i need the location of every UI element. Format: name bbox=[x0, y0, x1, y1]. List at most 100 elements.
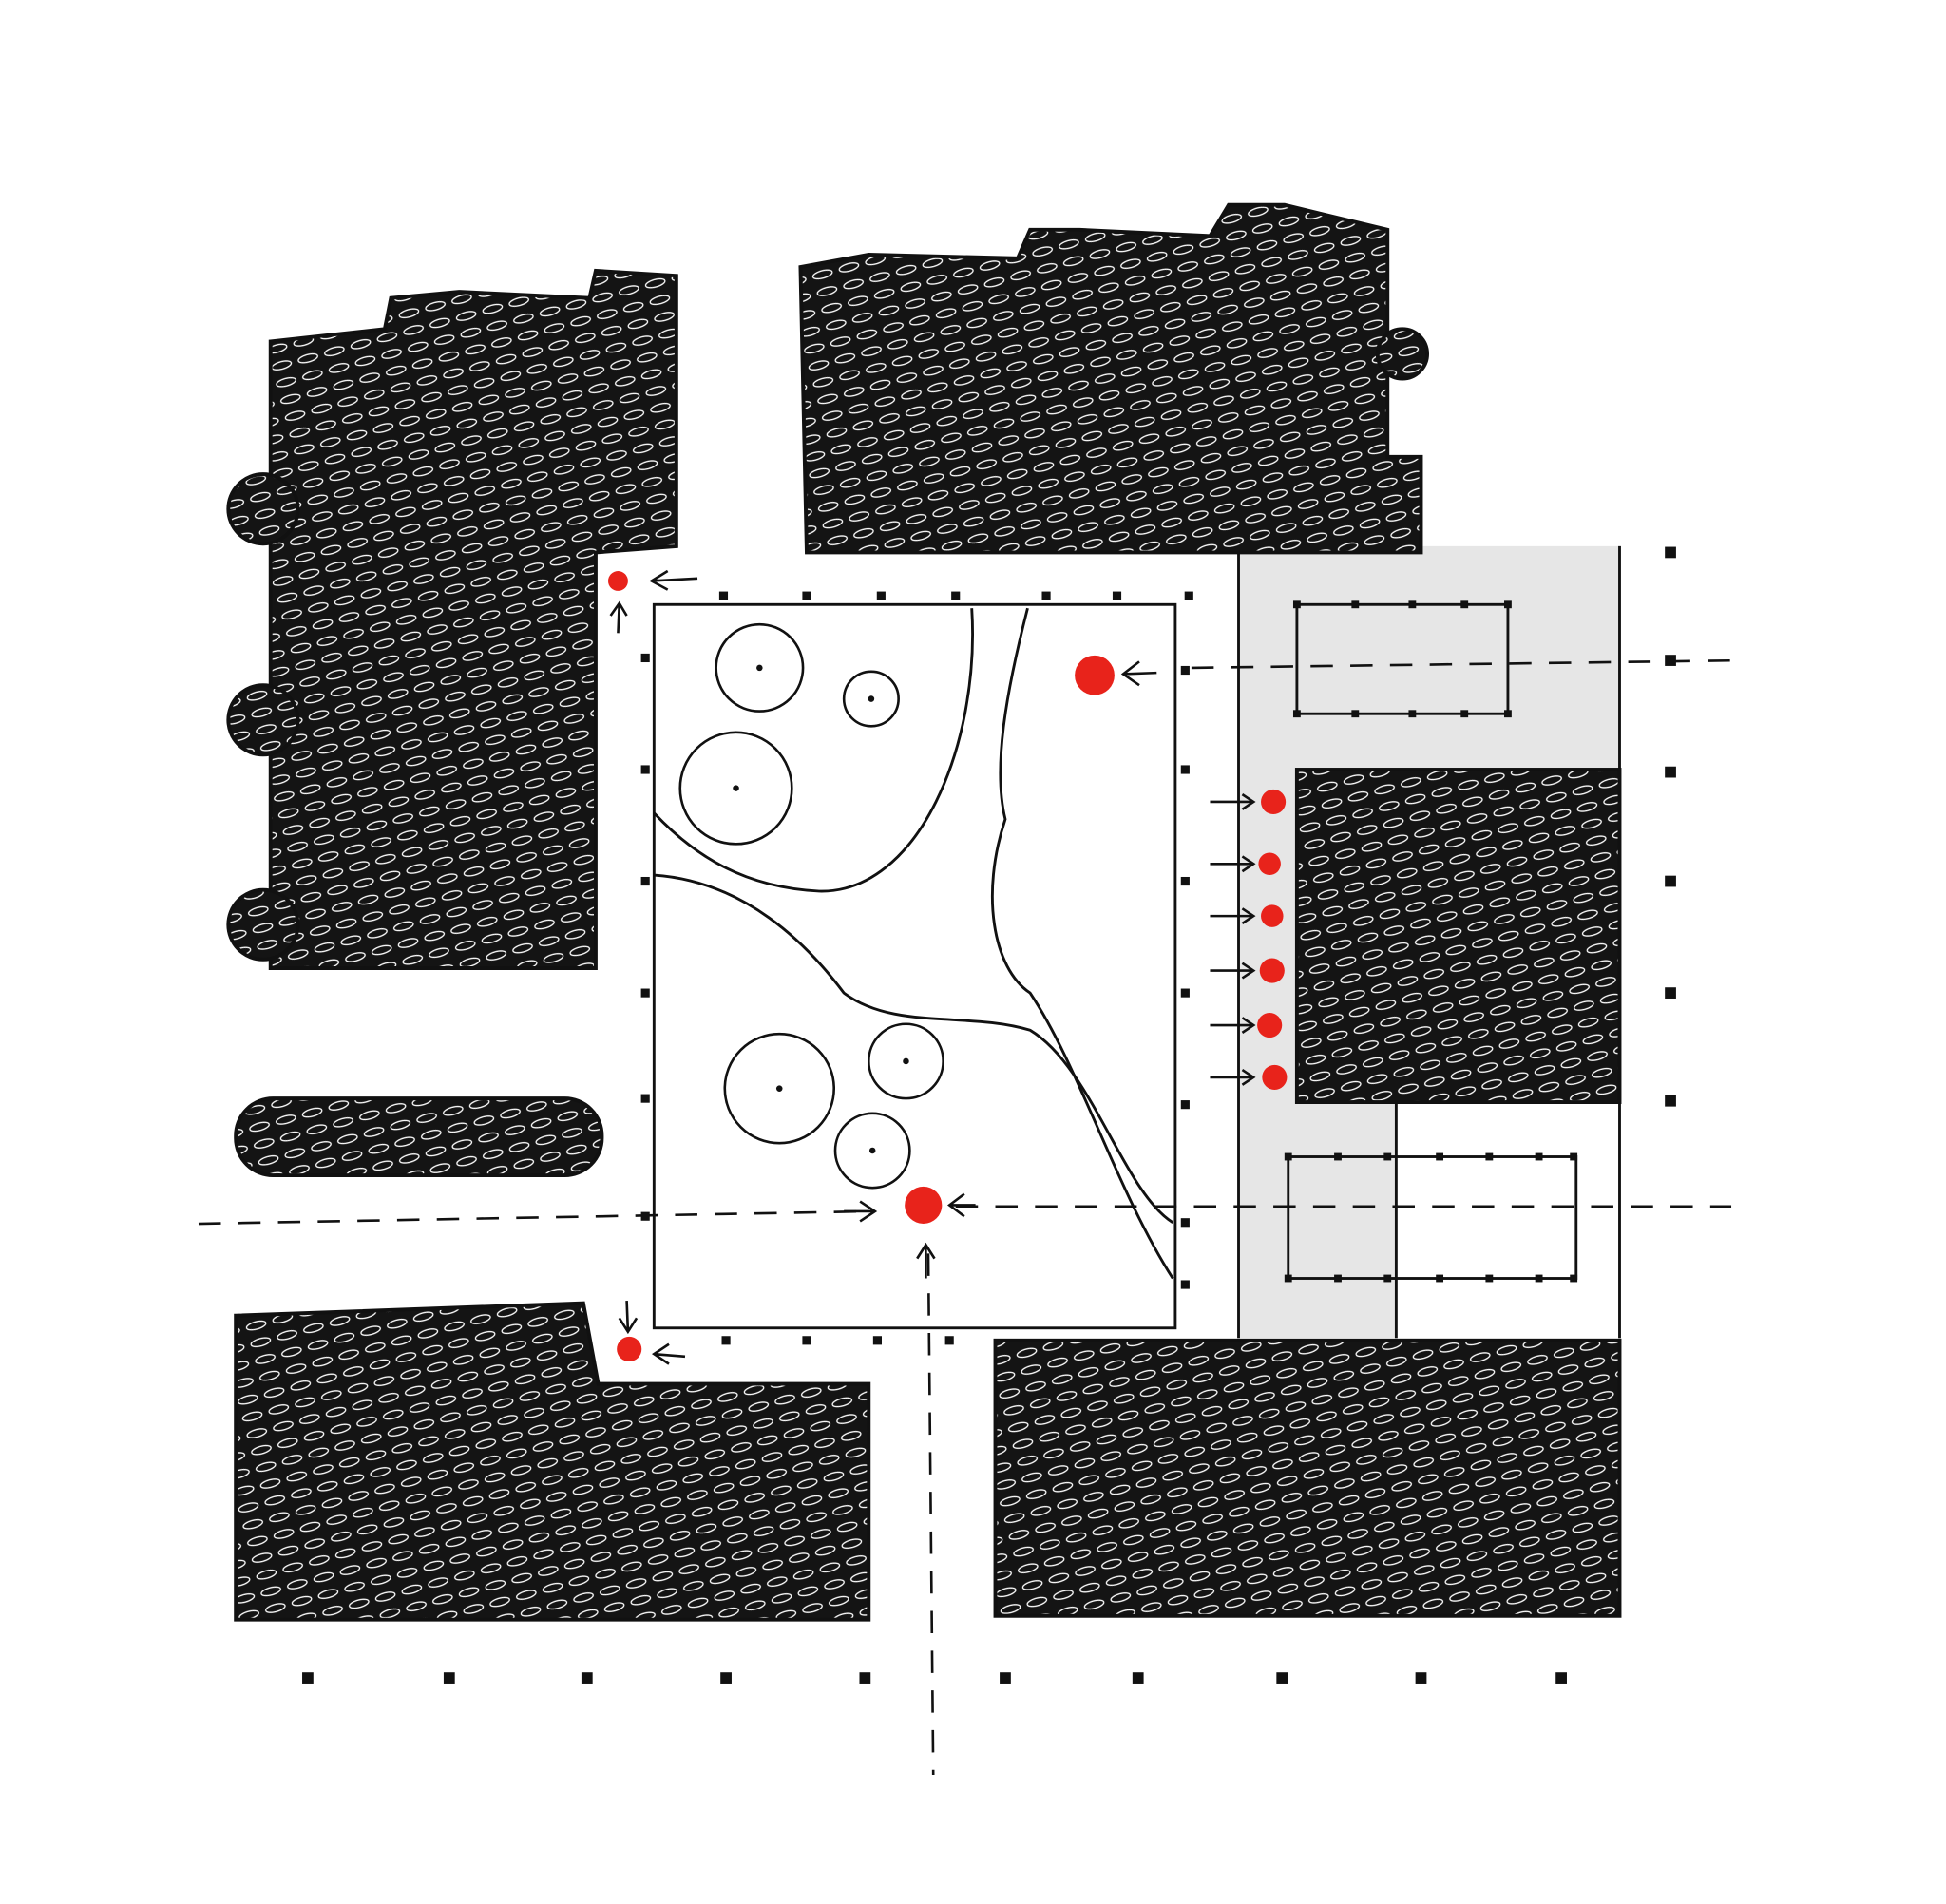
park-path bbox=[653, 608, 974, 893]
bollard-marker bbox=[1180, 876, 1190, 886]
bollard-marker bbox=[802, 591, 811, 600]
park-square bbox=[652, 602, 1177, 1330]
bollard-marker bbox=[1485, 1152, 1494, 1161]
bollard-marker bbox=[1180, 765, 1190, 774]
bollard-marker bbox=[1535, 1274, 1543, 1283]
bollard-marker bbox=[720, 1672, 732, 1684]
entry-point-dot bbox=[1258, 852, 1281, 876]
bollard-marker bbox=[951, 591, 961, 600]
tree-trunk bbox=[868, 695, 875, 702]
tree-trunk bbox=[775, 1085, 783, 1092]
bollard-marker bbox=[1041, 591, 1051, 600]
bollards bbox=[302, 546, 1676, 1684]
bollard-marker bbox=[859, 1672, 871, 1684]
arrow-icon bbox=[1210, 1068, 1256, 1086]
bollard-marker bbox=[1180, 1100, 1190, 1110]
building-top-left bbox=[268, 268, 678, 970]
bollard-marker bbox=[1334, 1152, 1342, 1161]
bollard-marker bbox=[1383, 1274, 1392, 1283]
bollard-marker bbox=[1665, 546, 1676, 559]
entry-point-dot bbox=[1261, 904, 1284, 927]
bollard-marker bbox=[802, 1336, 811, 1345]
bollard-marker bbox=[1180, 665, 1190, 676]
entry-point-dot bbox=[1259, 958, 1285, 983]
building-top-center bbox=[798, 202, 1423, 555]
bollard-marker bbox=[1180, 1280, 1190, 1289]
bollard-marker bbox=[1184, 591, 1193, 600]
bollard-marker bbox=[640, 1211, 650, 1221]
bollard-marker bbox=[1485, 1274, 1494, 1283]
arrow-icon bbox=[1210, 907, 1256, 925]
bollard-marker bbox=[1112, 591, 1122, 600]
bollard-marker bbox=[1555, 1672, 1567, 1684]
tree-trunk bbox=[733, 785, 739, 791]
arrows bbox=[609, 569, 1256, 1365]
bollard-marker bbox=[640, 988, 650, 998]
bollard-marker bbox=[1570, 1274, 1578, 1283]
arrow-icon bbox=[1210, 855, 1256, 873]
bollard-marker bbox=[1665, 655, 1676, 666]
building-small-bar bbox=[234, 1096, 604, 1178]
bollard-marker bbox=[1408, 600, 1417, 609]
bollard-marker bbox=[718, 591, 729, 600]
entry-point-dot bbox=[1261, 789, 1287, 815]
bollard-marker bbox=[1665, 1095, 1676, 1107]
arrow-icon bbox=[1210, 1017, 1256, 1034]
bollard-marker bbox=[640, 653, 650, 663]
bollard-marker bbox=[876, 591, 886, 600]
building-right-middle bbox=[1294, 768, 1622, 1104]
bollard-marker bbox=[1504, 710, 1512, 718]
bollard-marker bbox=[1276, 1672, 1288, 1684]
pavilion-top bbox=[1295, 602, 1510, 715]
bollard-marker bbox=[1180, 988, 1190, 998]
pavilion-bottom bbox=[1287, 1155, 1578, 1280]
bollard-marker bbox=[1570, 1152, 1578, 1161]
bollard-marker bbox=[1000, 1672, 1011, 1684]
bollard-marker bbox=[1292, 710, 1301, 718]
tree-trunk bbox=[756, 664, 763, 672]
arrow-icon bbox=[1210, 793, 1256, 810]
bollard-marker bbox=[1383, 1152, 1392, 1161]
park-path bbox=[654, 873, 1174, 1224]
bollard-marker bbox=[1460, 600, 1469, 609]
bollard-marker bbox=[872, 1336, 882, 1345]
bollard-marker bbox=[1132, 1672, 1144, 1684]
bollard-marker bbox=[640, 1094, 650, 1103]
bollard-marker bbox=[1460, 710, 1469, 718]
bollard-marker bbox=[1351, 710, 1360, 718]
bollard-marker bbox=[1284, 1152, 1292, 1161]
bollard-marker bbox=[1665, 875, 1676, 887]
building-bottom-right bbox=[993, 1338, 1622, 1618]
buildings bbox=[226, 202, 1622, 1622]
bollard-marker bbox=[1180, 1218, 1190, 1228]
bollard-marker bbox=[1415, 1672, 1427, 1684]
entry-point-dot bbox=[1257, 1013, 1283, 1038]
bollard-marker bbox=[1436, 1274, 1444, 1283]
bollard-marker bbox=[302, 1672, 314, 1684]
bollard-marker bbox=[443, 1672, 455, 1684]
bollard-marker bbox=[1284, 1274, 1292, 1283]
bollard-marker bbox=[1292, 600, 1301, 609]
bollard-marker bbox=[1665, 766, 1676, 778]
bollard-marker bbox=[640, 765, 650, 774]
bollard-marker bbox=[721, 1336, 731, 1345]
bollard-marker bbox=[640, 876, 650, 886]
bollard-marker bbox=[1351, 600, 1360, 609]
bollard-marker bbox=[1665, 987, 1676, 999]
bollard-marker bbox=[1408, 710, 1417, 718]
park-path bbox=[990, 607, 1174, 1280]
bollard-marker bbox=[1535, 1152, 1543, 1161]
bollard-marker bbox=[1436, 1152, 1444, 1161]
circulation-lines bbox=[198, 658, 1745, 1775]
bollard-marker bbox=[581, 1672, 593, 1684]
building-bottom-left bbox=[234, 1301, 871, 1622]
entry-point-dot bbox=[1075, 655, 1115, 695]
bollard-marker bbox=[1504, 600, 1512, 609]
arrow-icon bbox=[1210, 962, 1256, 980]
entry-point-dot bbox=[608, 571, 628, 591]
tree-trunk bbox=[868, 1147, 876, 1154]
bollard-marker bbox=[1334, 1274, 1342, 1283]
bollard-marker bbox=[944, 1336, 954, 1345]
entry-points bbox=[608, 571, 1288, 1362]
